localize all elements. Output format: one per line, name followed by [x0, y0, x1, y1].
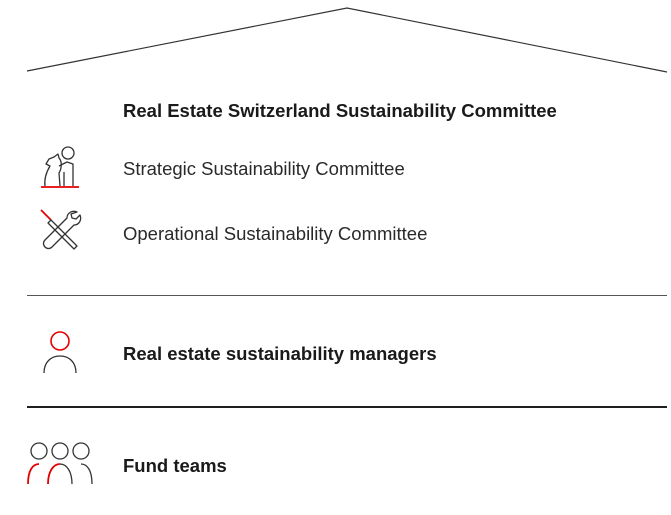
committee-title: Real Estate Switzerland Sustainability C… — [123, 100, 557, 121]
chess-knight-icon — [41, 146, 79, 188]
roof-outline — [26, 7, 668, 73]
divider-thin — [27, 295, 667, 296]
committee-label-strategic: Strategic Sustainability Committee — [123, 158, 405, 179]
managers-label: Real estate sustainability managers — [123, 343, 437, 364]
fund-teams-label: Fund teams — [123, 455, 227, 476]
committee-label-operational: Operational Sustainability Committee — [123, 223, 428, 244]
person-icon — [43, 331, 77, 374]
people-group-icon — [27, 442, 93, 485]
wrench-screwdriver-icon — [40, 209, 82, 250]
divider-thick — [27, 406, 667, 408]
